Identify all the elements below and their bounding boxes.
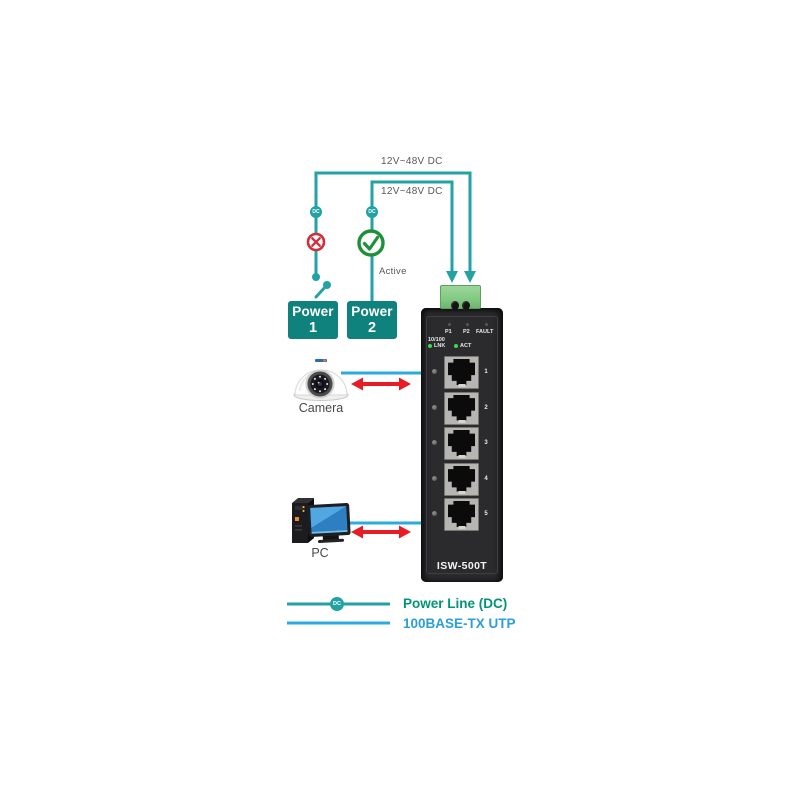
voltage-label-1: 12V~48V DC	[381, 156, 443, 167]
rj45-jack-icon	[448, 430, 475, 456]
port-number-1: 1	[484, 369, 488, 375]
legend-power-line-label: Power Line (DC)	[403, 596, 508, 611]
act-label: ACT	[460, 343, 472, 349]
dc-badge-icon: DC	[310, 206, 322, 218]
led-p2-icon	[466, 323, 469, 326]
rj45-port-3	[444, 427, 479, 460]
jack-pin	[458, 526, 465, 529]
speed-label: 10/100	[428, 337, 445, 343]
rj45-port-5	[444, 498, 479, 531]
data-flow-arrow-camera	[351, 377, 411, 391]
power-line-1	[312, 171, 476, 299]
legend-dc-badge-icon: DC	[330, 597, 344, 611]
screw-icon	[432, 404, 437, 410]
data-flow-arrow-pc	[351, 525, 411, 539]
power-line-2	[370, 180, 458, 301]
led-p1-icon	[448, 323, 451, 326]
power1-number: 1	[308, 319, 318, 336]
rj45-port-4	[444, 462, 479, 496]
power1-title: Power	[292, 304, 334, 319]
lnk-led-icon	[428, 344, 432, 348]
terminal-screw	[462, 301, 470, 310]
power2-box: Power 2	[347, 301, 397, 339]
rj45-jack-icon	[448, 359, 475, 385]
jack-pin	[458, 455, 465, 458]
power1-box: Power 1	[288, 301, 338, 339]
power2-number: 2	[367, 319, 377, 336]
jack-pin	[458, 419, 465, 423]
screw-icon	[432, 369, 437, 374]
terminal-screw	[451, 301, 459, 310]
arrow-down-icon	[464, 271, 476, 283]
led-fault-icon	[485, 323, 488, 326]
led-label-p2: P2	[463, 329, 470, 335]
act-led-icon	[454, 344, 458, 348]
switch-faceplate	[426, 316, 498, 574]
voltage-label-2: 12V~48V DC	[381, 186, 443, 197]
arrow-down-icon	[446, 271, 458, 283]
pc-label: PC	[311, 546, 329, 560]
camera-icon	[293, 359, 349, 401]
active-label: Active	[379, 266, 407, 277]
rj45-jack-icon	[448, 394, 475, 421]
port-number-3: 3	[484, 440, 488, 446]
screw-icon	[432, 511, 437, 516]
dc-badge-text: DC	[368, 209, 376, 215]
led-label-fault: FAULT	[476, 329, 494, 335]
dc-badge-icon: DC	[366, 206, 378, 218]
pc-icon	[292, 498, 351, 544]
camera-label: Camera	[298, 401, 344, 415]
rj45-jack-icon	[448, 501, 475, 527]
legend-utp-label: 100BASE-TX UTP	[403, 616, 516, 631]
dc-terminal-block	[440, 285, 481, 309]
switch-device: P1 P2 FAULT 10/100 LNK ACT 1 2 3 4 5 ISW…	[421, 308, 503, 582]
rj45-port-1	[444, 356, 479, 389]
switch-model-label: ISW-500T	[436, 560, 488, 572]
active-check-icon	[357, 229, 385, 257]
rj45-jack-icon	[448, 465, 475, 492]
lnk-label: LNK	[434, 343, 446, 349]
rj45-port-2	[444, 391, 479, 425]
power2-title: Power	[351, 304, 393, 319]
dc-badge-text: DC	[333, 601, 341, 607]
led-label-p1: P1	[445, 329, 452, 335]
dc-badge-text: DC	[312, 209, 320, 215]
port-number-5: 5	[484, 511, 488, 517]
jack-pin	[458, 490, 465, 494]
open-switch-icon	[312, 273, 331, 299]
screw-icon	[432, 440, 437, 445]
fault-x-icon	[306, 232, 326, 252]
port-number-4: 4	[484, 475, 488, 482]
jack-pin	[458, 384, 465, 387]
port-number-2: 2	[484, 404, 488, 411]
screw-icon	[432, 475, 437, 481]
